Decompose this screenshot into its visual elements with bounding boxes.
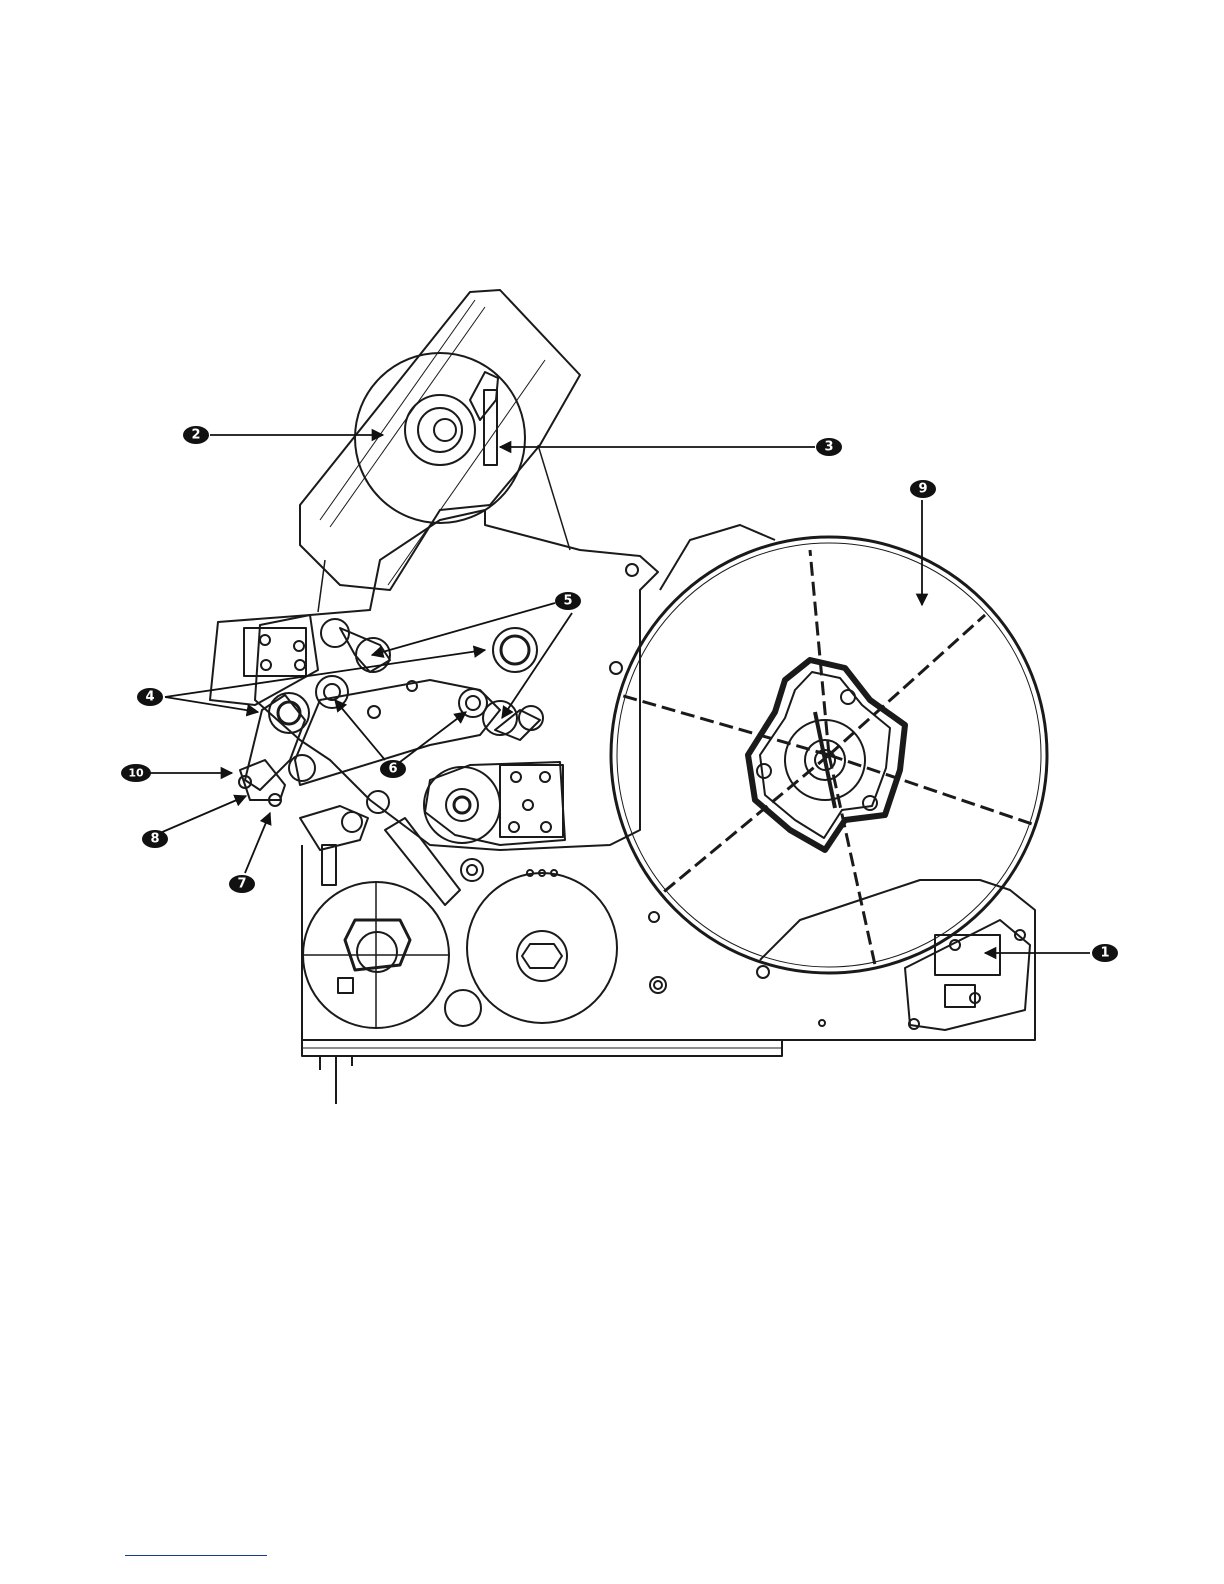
callout-3-label: 3 (824, 440, 833, 455)
callout-6-label: 6 (388, 762, 397, 777)
callout-7: 7 (229, 875, 255, 893)
leader-6a (335, 700, 385, 760)
callout-10-label: 10 (128, 767, 144, 780)
callout-3: 3 (816, 438, 842, 456)
callout-1: 1 (1092, 944, 1118, 962)
callout-2-label: 2 (191, 428, 200, 443)
callout-6: 6 (380, 760, 406, 778)
footer-rule (125, 1555, 267, 1556)
callout-7-label: 7 (237, 877, 246, 892)
leader-7 (245, 813, 270, 873)
supply-roll (355, 353, 525, 523)
callout-4: 4 (137, 688, 163, 706)
callout-5-label: 5 (563, 594, 572, 609)
callout-8: 8 (142, 830, 168, 848)
rewind-reel (611, 525, 1047, 973)
callout-9-label: 9 (918, 482, 927, 497)
reel-clamp (905, 920, 1030, 1030)
guide-rollers (295, 564, 638, 785)
callout-10: 10 (121, 764, 151, 782)
callout-2: 2 (183, 426, 209, 444)
callout-5: 5 (555, 592, 581, 610)
drive-roller-assembly (367, 762, 565, 881)
leader-6b (400, 712, 466, 762)
leader-8 (160, 796, 246, 833)
base-housing (302, 845, 1035, 1104)
callout-1-label: 1 (1100, 946, 1109, 961)
callout-9: 9 (910, 480, 936, 498)
callout-8-label: 8 (150, 832, 159, 847)
callout-4-label: 4 (145, 690, 154, 705)
base-wheels (303, 870, 919, 1029)
peel-arm (210, 615, 318, 806)
